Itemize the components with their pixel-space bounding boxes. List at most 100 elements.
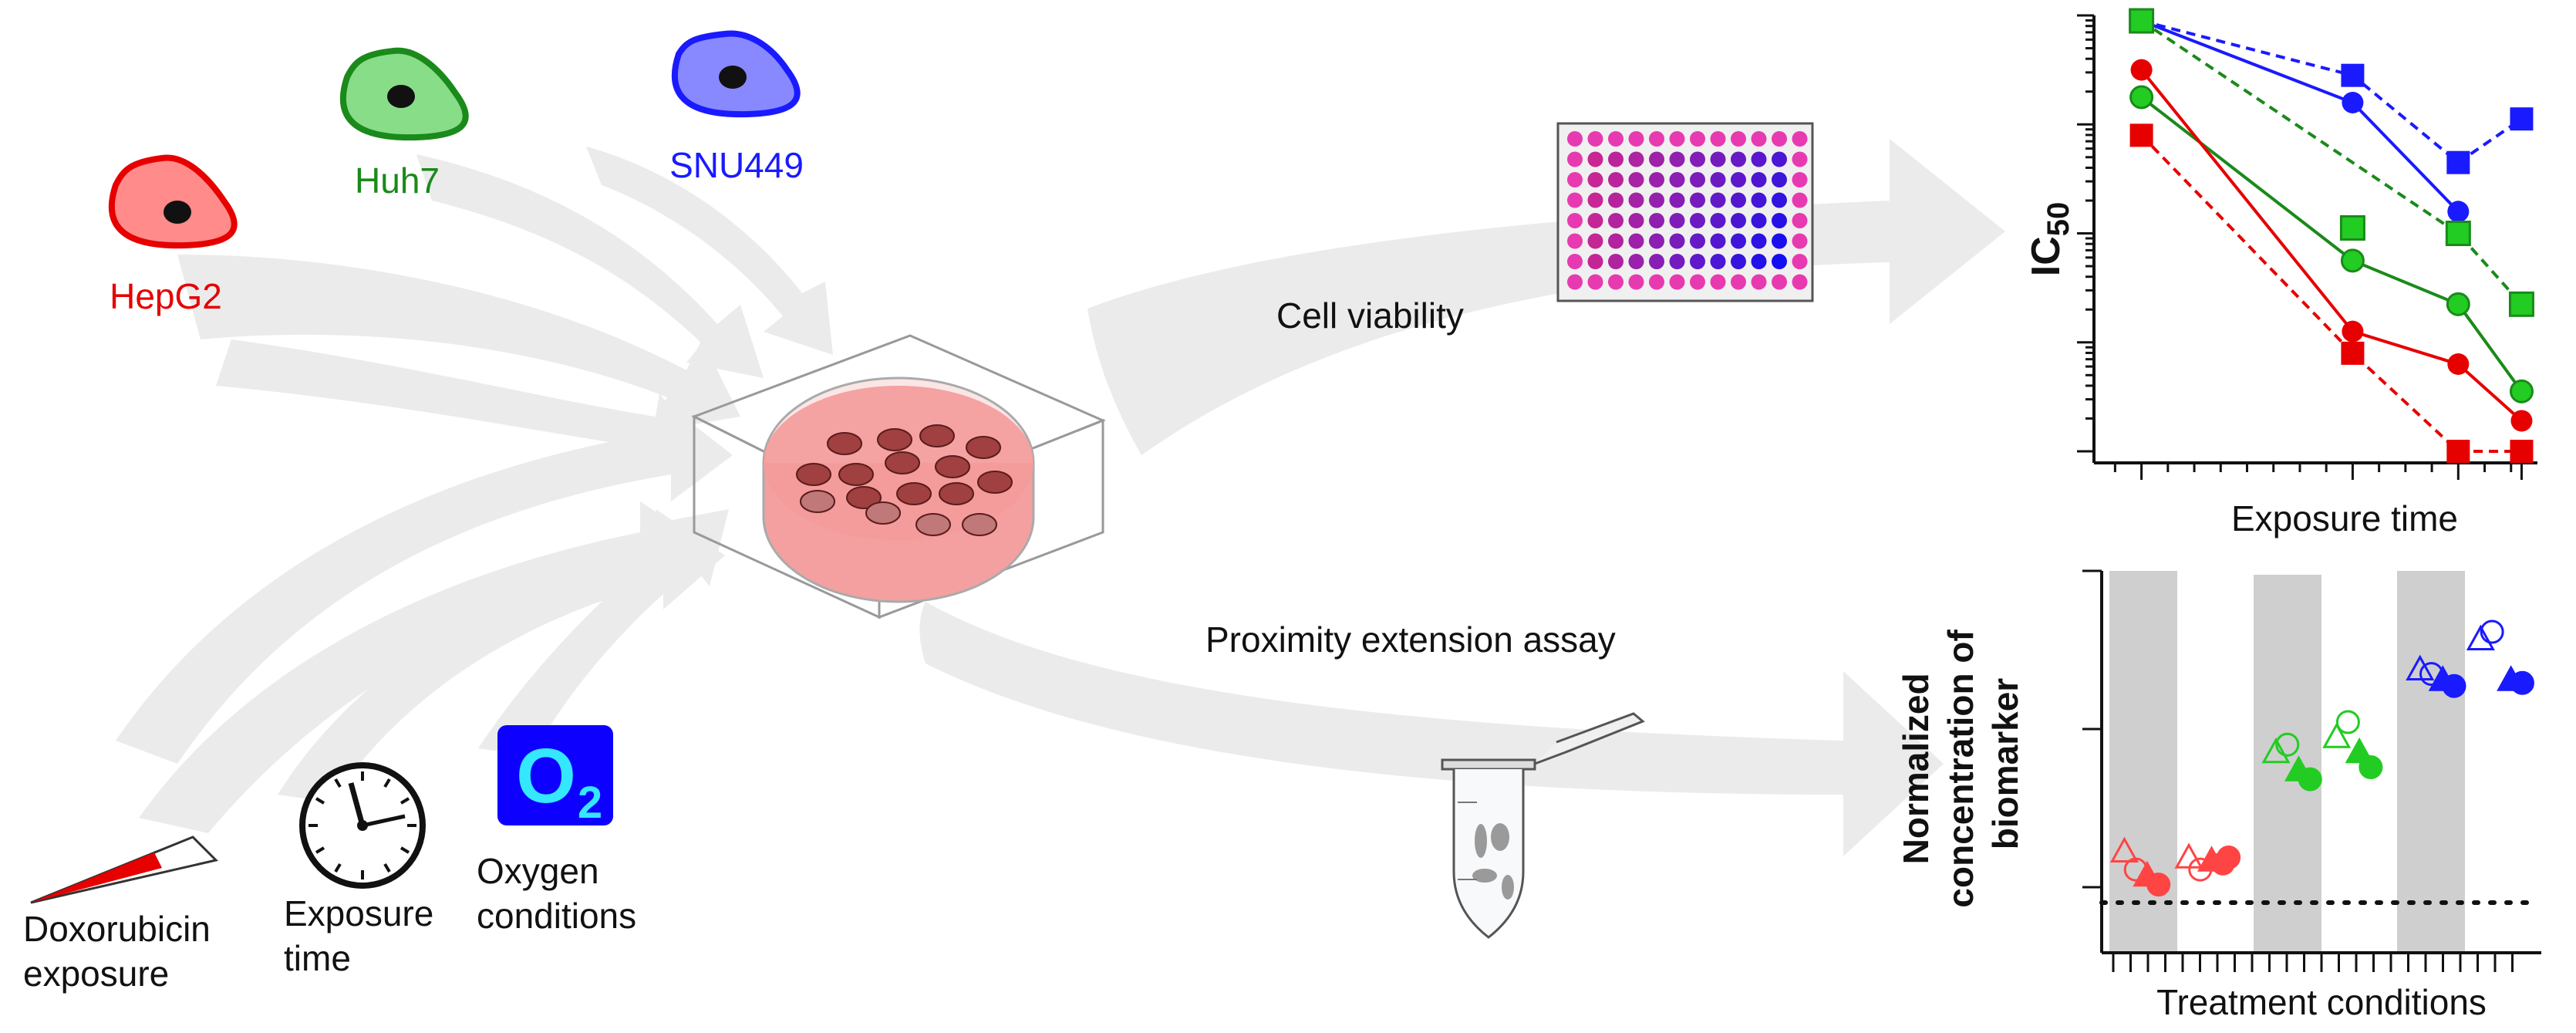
well xyxy=(1772,254,1787,269)
ic50-point-square xyxy=(2446,440,2470,463)
ic50-series-line xyxy=(2140,19,2523,306)
ic50-series-line xyxy=(2141,19,2523,165)
well xyxy=(1751,233,1767,249)
bio-xlabel: Treatment conditions xyxy=(2156,982,2487,1022)
bio-point-triangle xyxy=(2109,836,2139,863)
well xyxy=(1649,233,1664,249)
petri-dish-box xyxy=(691,334,1106,619)
well xyxy=(1608,172,1623,187)
cell-label-huh7: Huh7 xyxy=(355,160,440,201)
well xyxy=(1669,151,1685,167)
bio-ylabel-line1: Normalized xyxy=(1896,673,1936,864)
bio-point-circle xyxy=(2335,710,2360,734)
bio-points xyxy=(2109,619,2534,897)
well xyxy=(1669,131,1685,147)
well xyxy=(1567,192,1583,208)
syringe-icon xyxy=(30,836,218,904)
well xyxy=(1628,213,1644,228)
well xyxy=(1772,213,1787,228)
ic50-point-square xyxy=(2445,221,2471,246)
well xyxy=(1772,172,1787,187)
bio-point-circle xyxy=(2146,873,2171,897)
well xyxy=(1649,254,1664,269)
cell-label-snu449: SNU449 xyxy=(669,145,804,185)
ic50-point-square xyxy=(2510,107,2534,131)
ic50-point-circle xyxy=(2446,292,2470,316)
well xyxy=(1772,131,1787,147)
ic50-point-circle xyxy=(2510,410,2533,432)
well xyxy=(1710,151,1726,167)
ic50-point-circle xyxy=(2447,353,2470,375)
well xyxy=(1567,131,1583,147)
cell-huh7-icon xyxy=(340,47,469,141)
ic50-chart: IC50 Exposure time xyxy=(2024,8,2537,538)
well xyxy=(1792,274,1808,290)
well xyxy=(1772,192,1787,208)
ic50-ticks xyxy=(2077,14,2523,480)
well xyxy=(1669,213,1685,228)
cell-hepg2-icon xyxy=(109,154,238,249)
ic50-series xyxy=(2129,8,2534,463)
bio-point-circle xyxy=(2298,767,2322,792)
well xyxy=(1751,151,1767,167)
well xyxy=(1751,213,1767,228)
label-oxygen-line1: Oxygen xyxy=(477,851,599,891)
well xyxy=(1669,254,1685,269)
well xyxy=(1772,233,1787,249)
bio-point-triangle xyxy=(2261,737,2291,764)
well xyxy=(1628,192,1644,208)
bio-point-circle xyxy=(2217,846,2241,869)
well xyxy=(1567,172,1583,187)
bio-ylabel-line3: biomarker xyxy=(1985,678,2025,850)
well xyxy=(1731,172,1746,187)
label-cell-viability: Cell viability xyxy=(1276,295,1464,336)
well xyxy=(1587,233,1603,249)
well xyxy=(1731,131,1746,147)
shade-band-1 xyxy=(2109,571,2177,953)
well xyxy=(1587,274,1603,290)
well xyxy=(1628,274,1644,290)
label-doxorubicin-line1: Doxorubicin xyxy=(23,909,211,949)
label-doxorubicin-line2: exposure xyxy=(23,954,169,994)
well xyxy=(1710,213,1726,228)
well xyxy=(1628,233,1644,249)
oxygen-icon: O 2 xyxy=(497,725,613,828)
ic50-point-square xyxy=(2510,440,2534,463)
ic50-point-square xyxy=(2508,291,2534,317)
well xyxy=(1587,131,1603,147)
ic50-point-circle xyxy=(2447,201,2470,223)
well xyxy=(1567,213,1583,228)
well xyxy=(1792,213,1808,228)
well xyxy=(1690,233,1705,249)
well xyxy=(1587,254,1603,269)
ic50-series-line xyxy=(2140,96,2524,393)
well xyxy=(1628,254,1644,269)
o2-subscript: 2 xyxy=(578,778,602,828)
ic50-point-circle xyxy=(2130,59,2153,81)
ic50-ylabel: IC50 xyxy=(2024,202,2075,277)
ic50-point-circle xyxy=(2509,379,2534,403)
well xyxy=(1587,213,1603,228)
well xyxy=(1792,254,1808,269)
well xyxy=(1690,213,1705,228)
bio-ylabel-line2: concentration of xyxy=(1940,630,1981,908)
well xyxy=(1669,233,1685,249)
clock-icon xyxy=(299,762,426,889)
well xyxy=(1731,233,1746,249)
well xyxy=(1772,274,1787,290)
well xyxy=(1649,274,1664,290)
bio-point-triangle xyxy=(2174,842,2203,869)
bio-ylabel: Normalized concentration of biomarker xyxy=(1896,619,2025,907)
well xyxy=(1608,131,1623,147)
ic50-point-square xyxy=(2446,150,2470,174)
label-doxorubicin: Doxorubicin exposure xyxy=(23,909,221,994)
well xyxy=(1731,274,1746,290)
ic50-point-circle xyxy=(2342,320,2364,343)
label-pea: Proximity extension assay xyxy=(1205,619,1616,660)
ic50-point-square xyxy=(2129,123,2153,147)
tube-icon xyxy=(1441,712,1645,939)
well xyxy=(1710,131,1726,147)
ic50-point-square xyxy=(2341,63,2365,87)
cell-snu449-icon xyxy=(672,30,801,118)
well xyxy=(1567,274,1583,290)
